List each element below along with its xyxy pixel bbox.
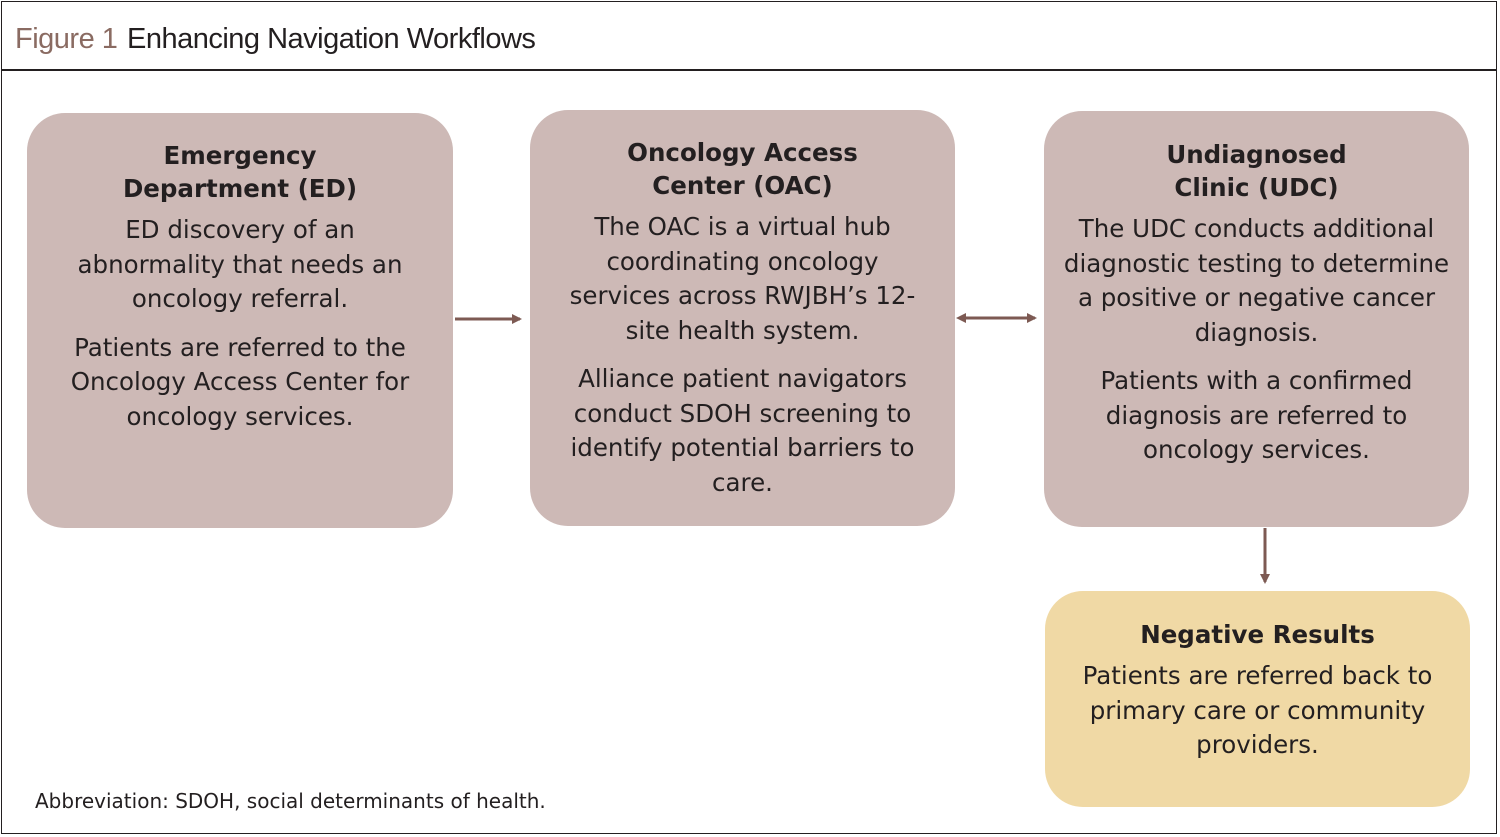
oncology-access-center-text-2: Alliance patient navigators conduct SDOH… xyxy=(570,364,915,497)
emergency-department-text-2: Patients are referred to the Oncology Ac… xyxy=(70,332,410,431)
figure-title: Enhancing Navigation Workflows xyxy=(127,23,536,55)
negative-results-text: Patients are referred back to primary ca… xyxy=(1082,661,1433,759)
undiagnosed-clinic-text-1: The UDC conducts additional diagnostic t… xyxy=(1063,214,1450,347)
emergency-department-title: Emergency Department (ED) xyxy=(122,141,358,203)
emergency-department-text-1: ED discovery of an abnormality that need… xyxy=(77,215,403,313)
undiagnosed-clinic-box: Undiagnosed Clinic (UDC) The UDC conduct… xyxy=(1044,111,1469,527)
negative-results-box: Negative Results Patients are referred b… xyxy=(1045,591,1470,807)
emergency-department-box: Emergency Department (ED) ED discovery o… xyxy=(27,113,453,528)
oncology-access-center-box: Oncology Access Center (OAC) The OAC is … xyxy=(530,110,955,526)
oncology-access-center-title: Oncology Access Center (OAC) xyxy=(627,138,858,200)
undiagnosed-clinic-text-2: Patients with a confirmed diagnosis are … xyxy=(1100,366,1413,464)
negative-results-title: Negative Results xyxy=(1140,620,1375,649)
oncology-access-center-text-1: The OAC is a virtual hub coordinating on… xyxy=(569,212,916,345)
undiagnosed-clinic-title: Undiagnosed Clinic (UDC) xyxy=(1166,140,1347,202)
abbreviation-footnote: Abbreviation: SDOH, social determinants … xyxy=(35,789,546,813)
figure-header: Figure 1 Enhancing Navigation Workflows xyxy=(1,1,1497,71)
figure-label: Figure 1 xyxy=(15,23,118,55)
